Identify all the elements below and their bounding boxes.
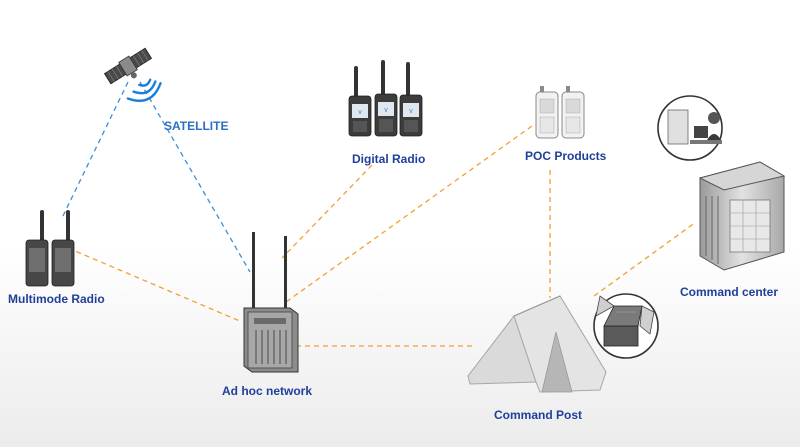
signal-waves-icon [126,78,162,102]
satellite-icon [103,47,153,85]
link-multimode-adhoc [67,247,243,323]
adhoc-network-label: Ad hoc network [222,384,313,398]
poc-products-icon [535,86,585,139]
command-post-label: Command Post [494,408,583,422]
svg-text:V: V [384,108,388,114]
multimode-radio-label: Multimode Radio [8,292,105,306]
svg-text:V: V [409,109,413,115]
link-poc-adhoc [285,125,533,303]
command-center-label: Command center [680,285,779,299]
poc-products-label: POC Products [525,149,607,163]
command-post-tent-icon [466,295,607,393]
multimode-radio-icon [25,210,75,287]
link-digital-adhoc [281,164,373,259]
command-center-operator-callout [657,95,723,161]
command-post-equipment-callout [593,293,659,359]
link-satellite-multimode [61,81,129,219]
command-center-building-icon [698,161,786,271]
digital-radio-label: Digital Radio [352,152,426,166]
digital-radio-icon: V V V [348,60,423,137]
link-satellite-adhoc [139,81,251,273]
svg-text:V: V [358,110,362,116]
link-command-post-center [593,221,697,297]
link-lines [61,81,697,347]
adhoc-network-icon [243,232,299,373]
satellite-label: SATELLITE [164,119,229,133]
